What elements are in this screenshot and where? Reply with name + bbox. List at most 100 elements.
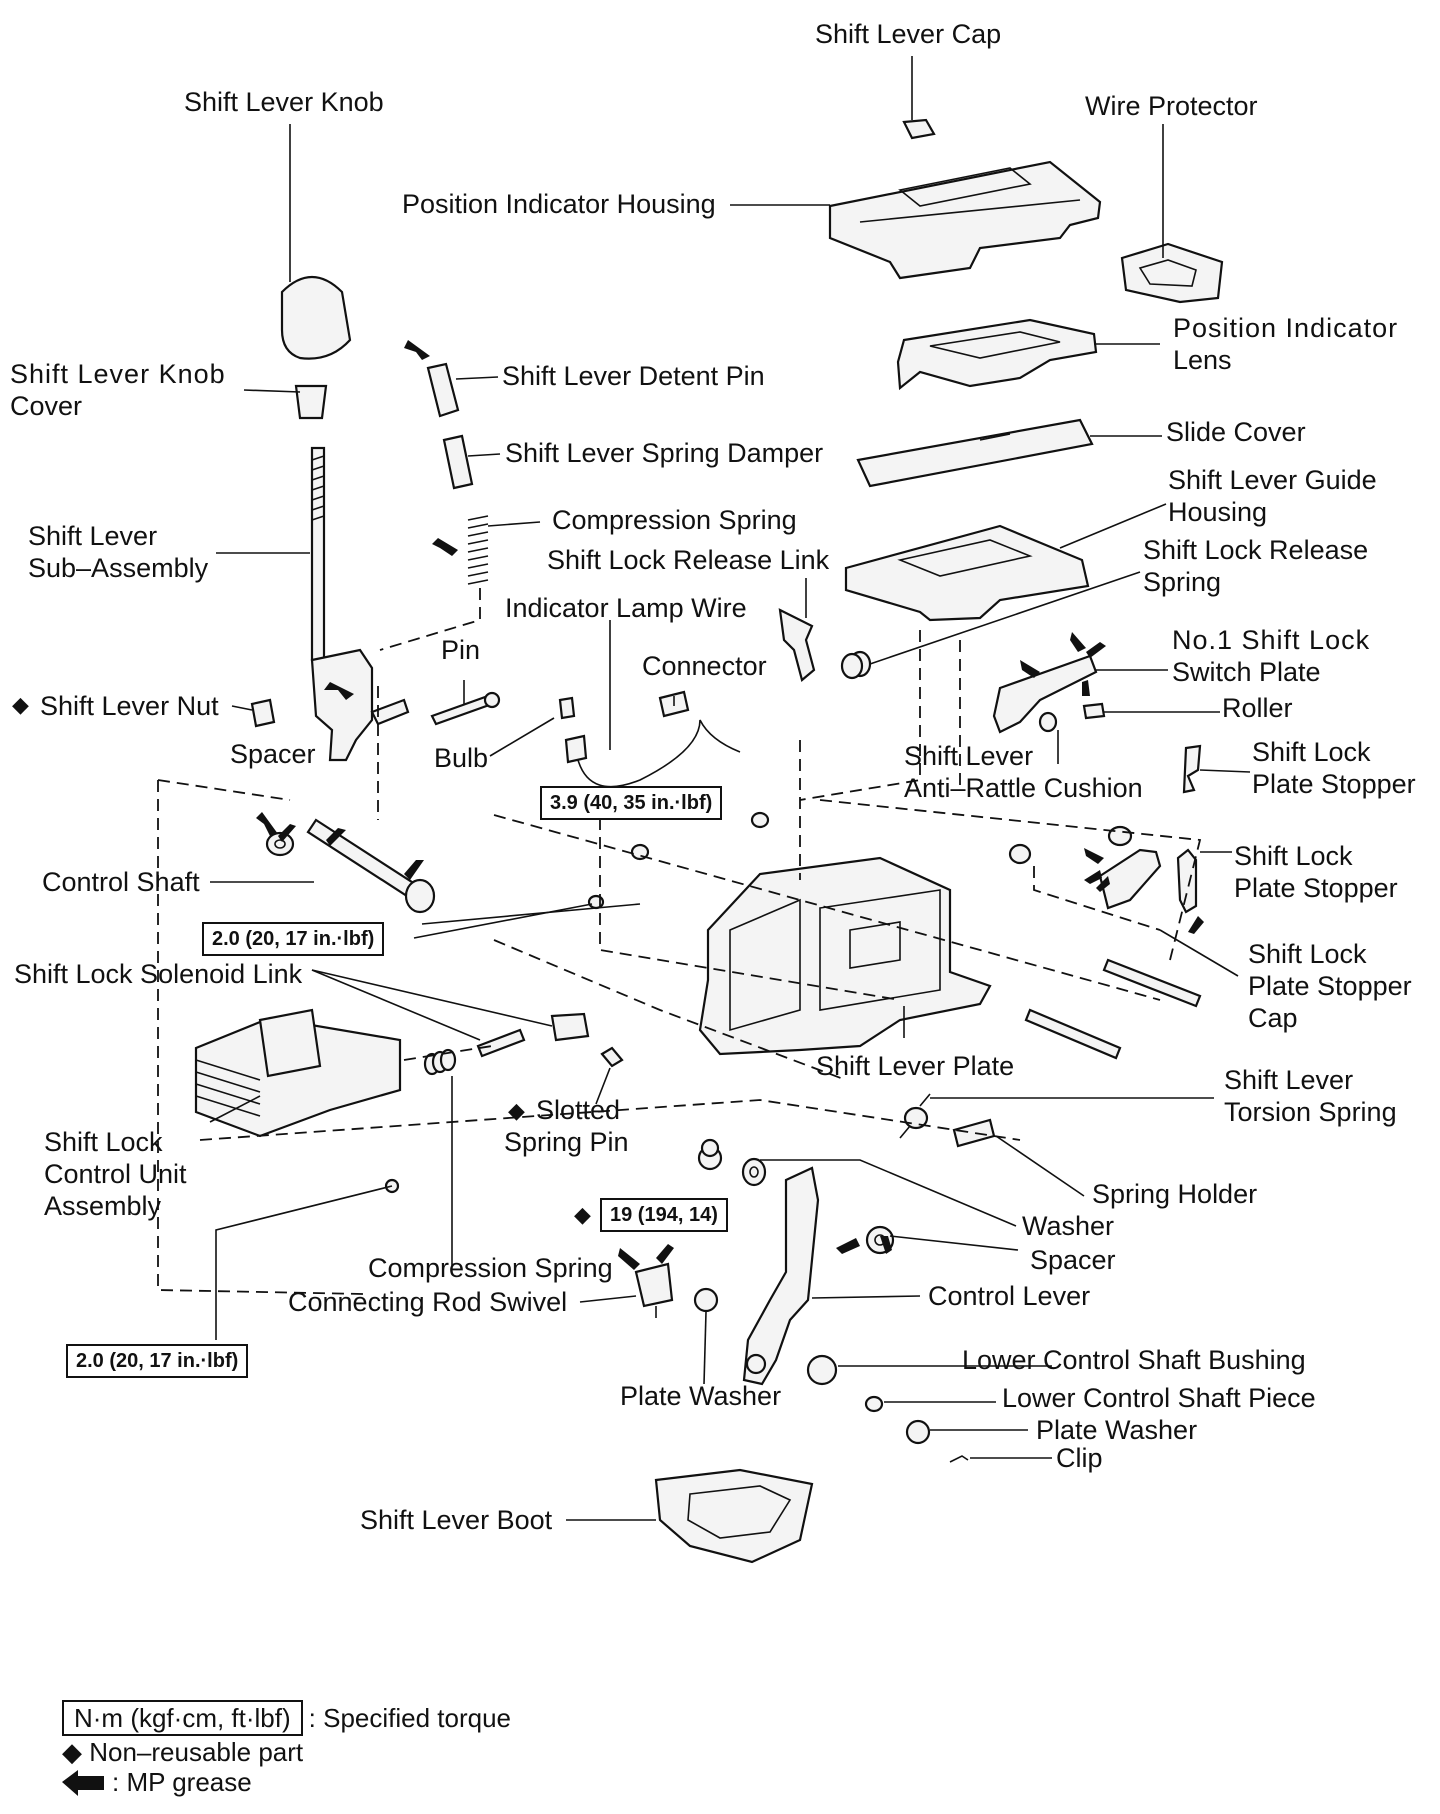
torque-spec-19: 19 (194, 14) (600, 1198, 728, 1232)
legend-grease-row: : MP grease (112, 1766, 252, 1798)
compression-spring-bottom-part (423, 1048, 457, 1076)
label-shift-lever-boot: Shift Lever Boot (360, 1505, 553, 1535)
slide-cover-part (856, 418, 1094, 488)
shift-lever-detent-pin-part (426, 362, 460, 418)
label-compression-spring-top: Compression Spring (552, 505, 797, 535)
label-shift-lock-plate-stopper-a-line2: Plate Stopper (1252, 769, 1416, 799)
label-shift-lever-torsion-spring-line1: Shift Lever (1224, 1065, 1354, 1095)
connecting-rod-swivel-part (634, 1262, 674, 1318)
label-shift-lock-solenoid-link: Shift Lock Solenoid Link (14, 959, 303, 989)
label-slotted-spring-pin-line1: Slotted (536, 1095, 621, 1125)
control-lever-part (742, 1166, 820, 1386)
non-reusable-diamond-icon: ◆ (574, 1202, 591, 1227)
label-shift-lever-detent-pin: Shift Lever Detent Pin (502, 361, 765, 391)
label-slide-cover: Slide Cover (1166, 417, 1306, 447)
no1-shift-lock-switch-plate-part (992, 654, 1098, 734)
shift-lever-anti-rattle-cushion-part (1038, 711, 1058, 733)
legend-non-reusable-text: Non–reusable part (89, 1737, 304, 1767)
legend-torque-row: N·m (kgf·cm, ft·lbf): Specified torque (62, 1700, 511, 1736)
non-reusable-diamond-icon: ◆ (508, 1098, 525, 1123)
position-indicator-lens-part (896, 318, 1098, 391)
label-shift-lock-plate-stopper-b-line1: Shift Lock (1234, 841, 1353, 871)
spacer-left-part (265, 831, 295, 857)
roller-part (1082, 702, 1106, 720)
label-bulb: Bulb (434, 743, 489, 773)
label-connecting-rod-swivel: Connecting Rod Swivel (288, 1287, 568, 1317)
bulb-part (558, 696, 741, 788)
label-control-shaft: Control Shaft (42, 867, 200, 897)
label-shift-lever-cap: Shift Lever Cap (815, 19, 1002, 49)
label-shift-lock-release-link: Shift Lock Release Link (547, 545, 830, 575)
label-shift-lever-sub-assembly-line2: Sub–Assembly (28, 553, 209, 583)
label-roller: Roller (1222, 693, 1293, 723)
torque-spec-2-0-lower: 2.0 (20, 17 in.·lbf) (66, 1344, 249, 1378)
label-pin: Pin (441, 635, 481, 665)
non-reusable-diamond-icon: ◆ (62, 1737, 82, 1767)
label-shift-lever-sub-assembly-line1: Shift Lever (28, 521, 158, 551)
label-shift-lock-control-unit-line1: Shift Lock (44, 1127, 163, 1157)
position-indicator-housing-part (828, 160, 1102, 280)
label-shift-lever-spring-damper: Shift Lever Spring Damper (505, 438, 824, 468)
label-clip: Clip (1056, 1443, 1103, 1473)
shift-lever-knob-part (280, 276, 352, 360)
assembly-lines (157, 588, 1202, 1295)
shift-lock-plate-stopper-cap-part (1024, 958, 1202, 1060)
grease-arrows (256, 340, 1204, 1270)
lower-control-shaft-bushing-part (806, 1354, 838, 1386)
label-plate-washer-right: Plate Washer (1036, 1415, 1198, 1445)
label-shift-lock-release-spring-line1: Shift Lock Release (1143, 535, 1369, 565)
label-plate-washer-left: Plate Washer (620, 1381, 782, 1411)
label-shift-lock-plate-stopper-b-line2: Plate Stopper (1234, 873, 1398, 903)
label-shift-lever-knob: Shift Lever Knob (184, 87, 384, 117)
label-shift-lever-guide-housing-line2: Housing (1168, 497, 1268, 527)
label-position-indicator-lens-line2: Lens (1173, 345, 1232, 375)
label-control-lever: Control Lever (928, 1281, 1091, 1311)
slotted-spring-pin-part (600, 1046, 624, 1068)
spring-holder-part (952, 1118, 996, 1148)
shift-lever-torsion-spring-part (899, 1093, 931, 1139)
shift-lock-plate-stopper-b-part (1008, 825, 1198, 914)
shift-lever-nut-part (250, 698, 276, 728)
label-wire-protector: Wire Protector (1085, 91, 1258, 121)
label-shift-lock-control-unit-line2: Control Unit (44, 1159, 187, 1189)
legend-non-reusable-row: ◆ Non–reusable part (62, 1736, 303, 1768)
label-position-indicator-housing: Position Indicator Housing (402, 189, 716, 219)
label-shift-lever-knob-cover-line2: Cover (10, 391, 83, 421)
label-no1-shift-lock-switch-plate-line2: Switch Plate (1172, 657, 1321, 687)
non-reusable-diamond-icon: ◆ (12, 692, 29, 717)
legend-torque-text: : Specified torque (308, 1703, 512, 1733)
label-lower-control-shaft-bushing: Lower Control Shaft Bushing (962, 1345, 1306, 1375)
label-shift-lock-release-spring-line2: Spring (1143, 567, 1222, 597)
shift-lock-control-unit-part (194, 1008, 402, 1138)
label-shift-lock-plate-stopper-cap-line1: Shift Lock (1248, 939, 1367, 969)
label-spacer-right: Spacer (1030, 1245, 1116, 1275)
label-connector: Connector (642, 651, 767, 681)
legend-grease-arrow-icon (62, 1770, 104, 1796)
label-indicator-lamp-wire: Indicator Lamp Wire (505, 593, 747, 623)
torque-spec-2-0-upper: 2.0 (20, 17 in.·lbf) (202, 922, 385, 956)
shift-lever-sub-assembly-part (310, 446, 410, 762)
shift-lock-release-spring-part (840, 650, 872, 680)
shift-lever-knob-cover-part (294, 384, 328, 420)
label-shift-lock-plate-stopper-a-line1: Shift Lock (1252, 737, 1371, 767)
shift-lever-plate-part (698, 856, 992, 1056)
label-position-indicator-lens-line1: Position Indicator (1173, 313, 1399, 343)
shift-lock-plate-stopper-a-part (1182, 744, 1202, 794)
legend-grease-text: : MP grease (112, 1767, 252, 1797)
label-shift-lock-control-unit-line3: Assembly (44, 1191, 162, 1221)
clip-part (949, 1455, 969, 1463)
label-shift-lever-nut: Shift Lever Nut (40, 691, 219, 721)
label-slotted-spring-pin-line2: Spring Pin (504, 1127, 629, 1157)
shift-lock-solenoid-link-part (476, 1012, 590, 1058)
label-no1-shift-lock-switch-plate-line1: No.1 Shift Lock (1172, 625, 1371, 655)
label-shift-lock-plate-stopper-cap-line3: Cap (1248, 1003, 1298, 1033)
label-spacer-left: Spacer (230, 739, 316, 769)
legend-torque-box: N·m (kgf·cm, ft·lbf) (62, 1700, 303, 1736)
label-shift-lever-plate: Shift Lever Plate (816, 1051, 1015, 1081)
label-shift-lever-knob-cover-line1: Shift Lever Knob (10, 359, 226, 389)
shift-lever-spring-damper-part (442, 434, 474, 490)
plate-washer-left-part (693, 1287, 719, 1313)
label-shift-lever-torsion-spring-line2: Torsion Spring (1224, 1097, 1397, 1127)
wire-protector-part (1120, 242, 1224, 304)
